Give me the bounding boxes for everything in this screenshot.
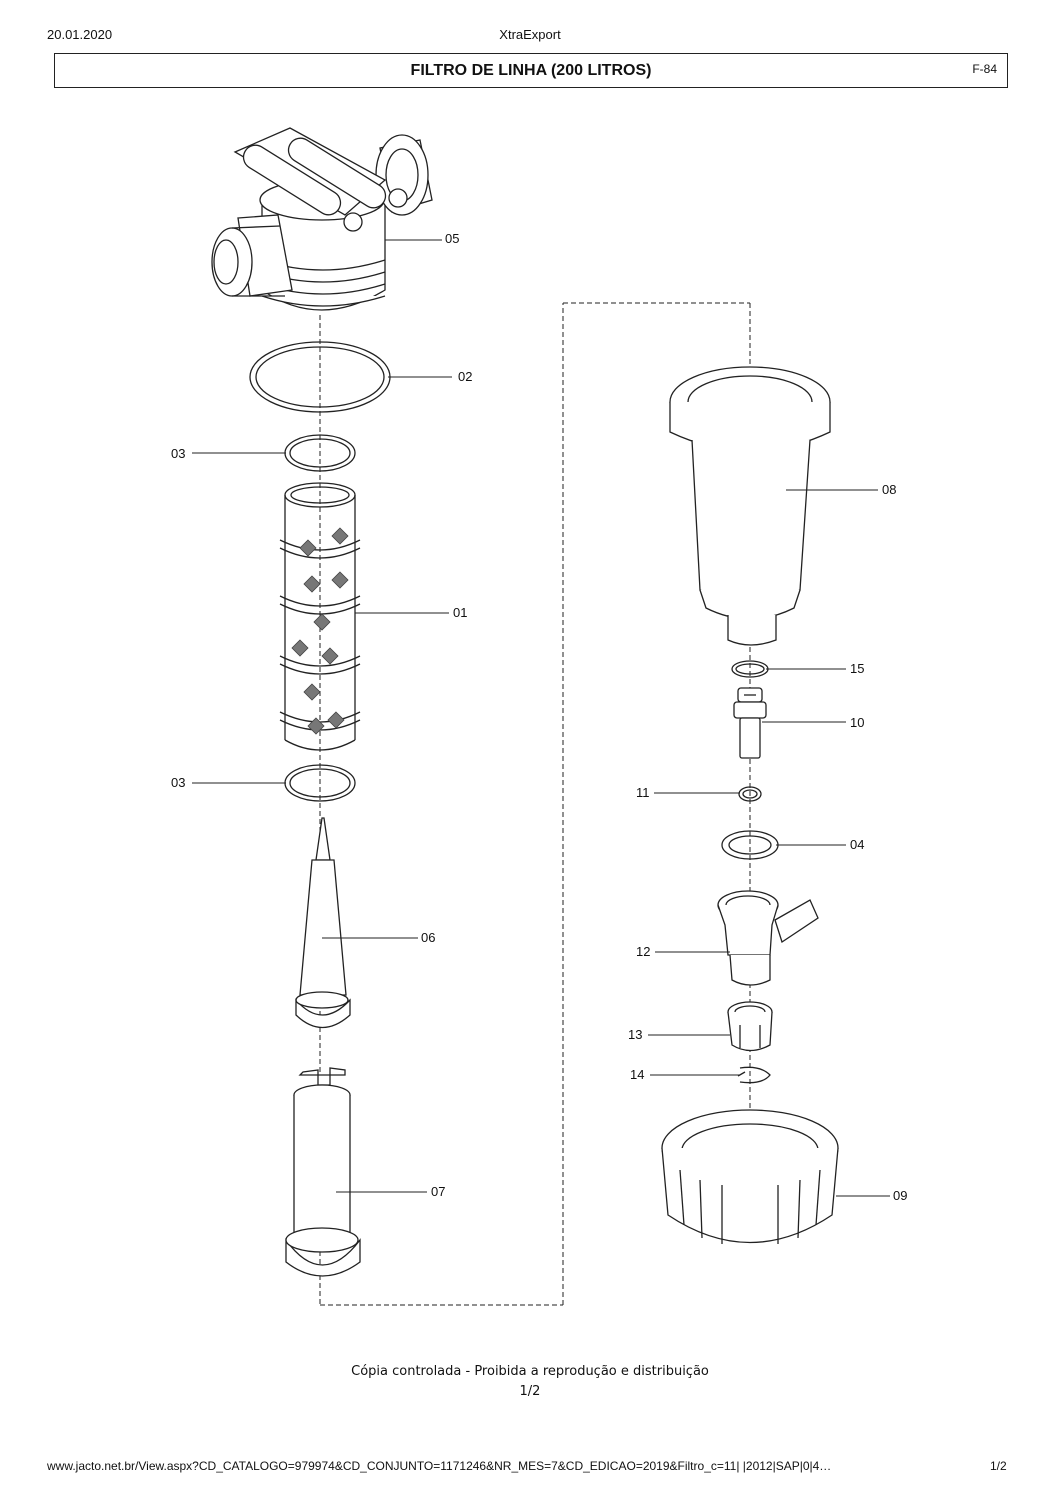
callout-08: 08 bbox=[882, 482, 897, 497]
url-page-number: 1/2 bbox=[990, 1459, 1007, 1473]
callout-07: 07 bbox=[431, 1184, 446, 1199]
callout-12: 12 bbox=[636, 944, 651, 959]
nut-part bbox=[727, 1001, 773, 1052]
callout-11: 11 bbox=[636, 785, 650, 800]
retaining-clip-part bbox=[737, 1066, 771, 1084]
copy-notice: Cópia controlada - Proibida a reprodução… bbox=[351, 1364, 709, 1379]
cone-part bbox=[295, 817, 351, 1028]
drain-o-ring-part bbox=[731, 660, 769, 678]
page-indicator: 1/2 bbox=[519, 1384, 541, 1399]
bowl-part bbox=[669, 366, 831, 646]
app-name: XtraExport bbox=[499, 27, 561, 42]
large-o-ring-part bbox=[249, 341, 391, 413]
callout-04: 04 bbox=[850, 837, 865, 852]
source-url: www.jacto.net.br/View.aspx?CD_CATALOGO=9… bbox=[47, 1459, 832, 1473]
drain-valve-part bbox=[733, 687, 767, 759]
small-o-ring-part bbox=[738, 786, 762, 802]
callout-13: 13 bbox=[628, 1027, 643, 1042]
callout-10: 10 bbox=[850, 715, 865, 730]
elbow-fitting-part bbox=[717, 890, 819, 986]
callout-01: 01 bbox=[453, 605, 468, 620]
filter-head-part bbox=[211, 127, 433, 311]
callout-03-lower: 03 bbox=[171, 775, 186, 790]
title-box: FILTRO DE LINHA (200 LITROS) F-84 bbox=[54, 53, 1008, 88]
support-tube-part bbox=[285, 1067, 361, 1277]
callout-06: 06 bbox=[421, 930, 436, 945]
print-date: 20.01.2020 bbox=[47, 27, 113, 42]
bowl-ring-nut-part bbox=[661, 1109, 839, 1244]
callout-03-upper: 03 bbox=[171, 446, 186, 461]
callout-05: 05 bbox=[445, 231, 460, 246]
callout-02: 02 bbox=[458, 369, 473, 384]
page-title: FILTRO DE LINHA (200 LITROS) bbox=[410, 62, 652, 79]
callout-09: 09 bbox=[893, 1188, 908, 1203]
callout-15: 15 bbox=[850, 661, 865, 676]
leader-lines bbox=[192, 239, 890, 1197]
filter-element-part bbox=[279, 482, 361, 751]
page-code: F-84 bbox=[972, 62, 997, 76]
callout-14: 14 bbox=[630, 1067, 645, 1082]
